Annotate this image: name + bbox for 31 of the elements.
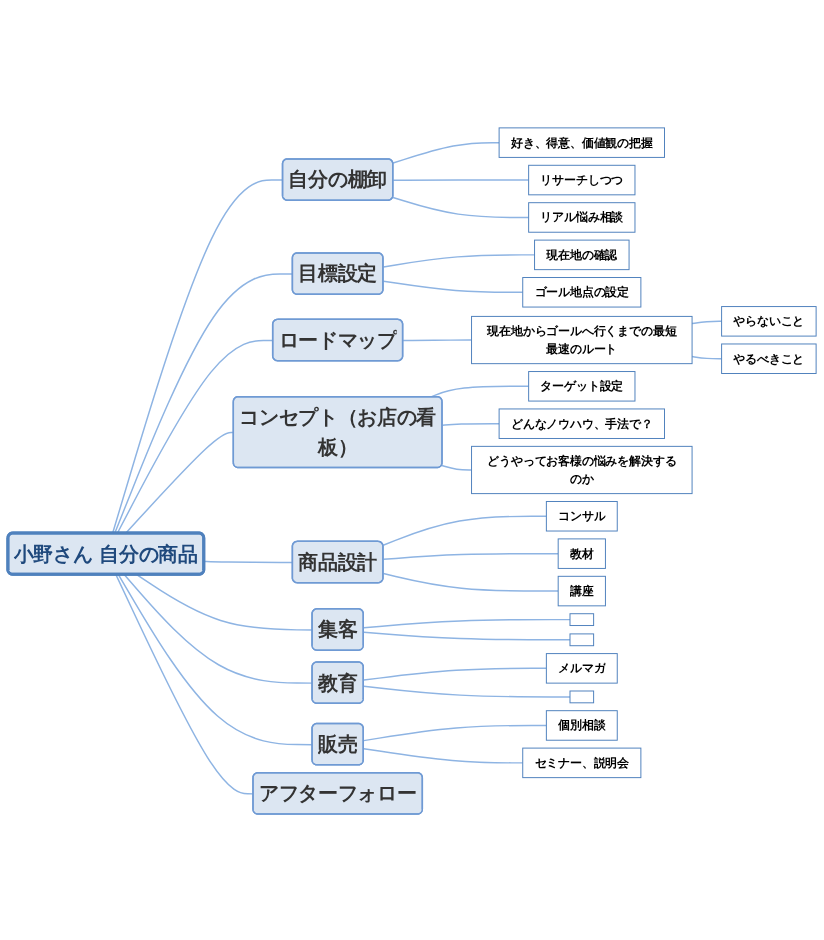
connector (115, 573, 255, 794)
connector (124, 430, 235, 534)
connector (363, 630, 571, 640)
connector (113, 272, 294, 534)
connector (392, 178, 530, 181)
connector (691, 319, 723, 324)
connector (363, 617, 571, 628)
connector (691, 354, 723, 359)
connector (382, 253, 536, 267)
connector (363, 666, 548, 680)
connector (363, 723, 548, 741)
connector (402, 338, 473, 341)
connector (363, 746, 524, 763)
node-bar (569, 612, 595, 626)
connector (392, 140, 500, 163)
connector (441, 463, 473, 470)
connector (203, 559, 294, 563)
connector (136, 573, 314, 630)
connector (382, 514, 548, 545)
connector (111, 178, 284, 534)
connector (382, 571, 559, 591)
connector (382, 279, 524, 293)
connector (382, 551, 559, 560)
node-bar (569, 632, 595, 646)
connector (441, 422, 500, 425)
connector (116, 338, 274, 534)
node-bar (569, 689, 595, 703)
connector (123, 573, 314, 683)
connector (117, 573, 314, 745)
connector (363, 684, 571, 697)
connector (392, 195, 530, 218)
